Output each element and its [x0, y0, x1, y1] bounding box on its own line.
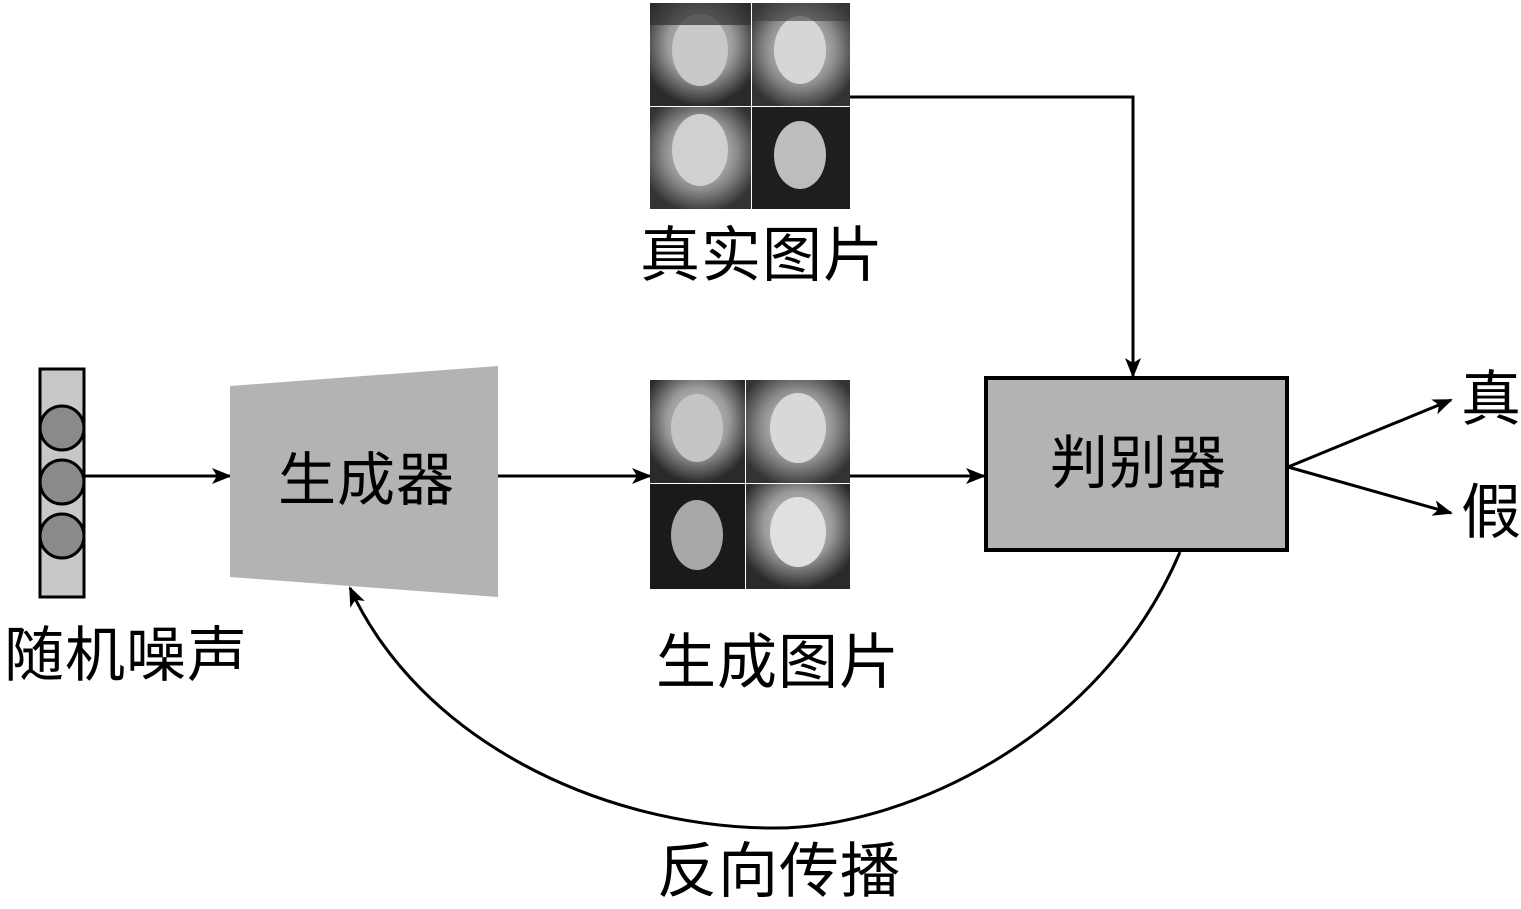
generated-images-grid [650, 380, 850, 589]
arrow-output-fake [1287, 465, 1453, 516]
face-photo [746, 484, 850, 589]
face-photo [752, 107, 850, 209]
face-photo [746, 380, 850, 483]
real-images-grid [650, 3, 850, 209]
discriminator-label: 判别器 [1050, 429, 1228, 497]
generated-images-label: 生成图片 [656, 628, 900, 698]
generator-block [230, 366, 498, 597]
real-images-label: 真实图片 [640, 221, 884, 291]
face-photo [650, 107, 751, 209]
arrow-real-to-discriminator [850, 95, 1141, 378]
noise-circle [38, 404, 86, 452]
generator-label: 生成器 [278, 446, 456, 514]
face-photo [650, 3, 751, 106]
face-photo [752, 3, 850, 106]
face-photo [650, 380, 745, 483]
arrow-output-real [1287, 398, 1453, 469]
noise-circle [38, 512, 86, 560]
noise-vector [38, 367, 86, 599]
noise-label: 随机噪声 [4, 621, 248, 691]
discriminator-block [984, 376, 1289, 552]
face-photo [650, 484, 745, 589]
output-real-label: 真 [1461, 365, 1521, 435]
output-fake-label: 假 [1461, 478, 1521, 548]
noise-circle [38, 458, 86, 506]
arrow-backpropagation [348, 551, 1182, 830]
backprop-label: 反向传播 [657, 837, 901, 907]
